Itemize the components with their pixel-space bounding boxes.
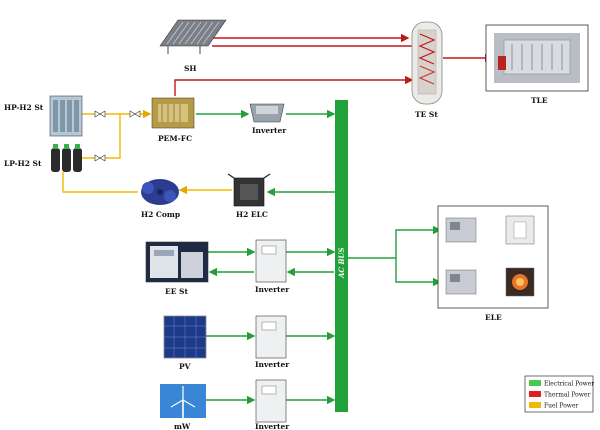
lp-h2-st-icon: [51, 144, 82, 172]
hp-h2-st-label: HP-H2 St: [4, 103, 44, 112]
inverter-pv-label: Inverter: [255, 360, 290, 369]
pem-fc-to-te-st-line: [174, 75, 414, 96]
sh-collector-icon: [159, 19, 227, 54]
inverter-mw-icon: [255, 379, 287, 423]
legend-item-thermal: Thermal Power: [529, 391, 590, 399]
pv-label: PV: [179, 362, 191, 371]
legend-swatch-thermal: [529, 391, 541, 397]
electrical-links: [196, 109, 504, 405]
fuel-valves: [94, 110, 141, 162]
h2-comp-icon: [141, 179, 179, 205]
ac-bus: AC BUS: [335, 100, 348, 412]
legend-label-fuel: Fuel Power: [544, 403, 578, 410]
ele-box: [437, 205, 549, 309]
lp-h2-to-pem-line: [82, 114, 121, 159]
h2-comp-label: H2 Comp: [141, 210, 180, 219]
pv-panel-icon: [163, 315, 207, 359]
tle-label: TLE: [531, 96, 548, 105]
legend: Electrical Power Thermal Power Fuel Powe…: [524, 375, 594, 413]
thermal-links: [174, 33, 494, 96]
inverter-pv-icon: [255, 315, 287, 359]
legend-label-thermal: Thermal Power: [544, 392, 590, 399]
inverter-fc-label: Inverter: [252, 126, 287, 135]
bus-to-ele-bottom-line: [395, 258, 442, 287]
fuel-links: [62, 109, 232, 195]
inverter-fc-icon: [249, 103, 285, 123]
legend-item-electrical: Electrical Power: [529, 380, 594, 388]
h2-elc-icon: [227, 173, 271, 207]
inverter-ee-label: Inverter: [255, 285, 290, 294]
h2-elc-label: H2 ELC: [236, 210, 268, 219]
legend-swatch-fuel: [529, 402, 541, 408]
legend-swatch-electrical: [529, 380, 541, 386]
sh-label: SH: [184, 64, 197, 73]
ee-st-icon: [145, 241, 209, 283]
ee-st-label: EE St: [165, 287, 188, 296]
valve-icon: [94, 154, 106, 162]
legend-label-electrical: Electrical Power: [544, 381, 594, 388]
valve-icon: [129, 110, 141, 118]
te-st-label: TE St: [415, 110, 438, 119]
mw-wind-turbine-icon: [160, 384, 206, 418]
pem-fc-label: PEM-FC: [158, 134, 192, 143]
te-st-tank-icon: [411, 21, 443, 105]
inverter-mw-label: Inverter: [255, 422, 290, 430]
tle-box: [485, 24, 589, 92]
ac-bus-label: AC BUS: [337, 247, 346, 279]
lp-h2-st-label: LP-H2 St: [4, 159, 42, 168]
pem-fc-icon: [151, 97, 195, 129]
valve-icon: [94, 110, 106, 118]
lp-h2-from-comp-line: [62, 172, 138, 193]
ele-label: ELE: [485, 313, 502, 322]
hp-h2-st-icon: [49, 95, 83, 137]
bus-to-ele-top-line: [348, 225, 442, 259]
mw-label: mW: [174, 422, 191, 430]
inverter-ee-icon: [255, 239, 287, 283]
legend-item-fuel: Fuel Power: [529, 402, 578, 410]
